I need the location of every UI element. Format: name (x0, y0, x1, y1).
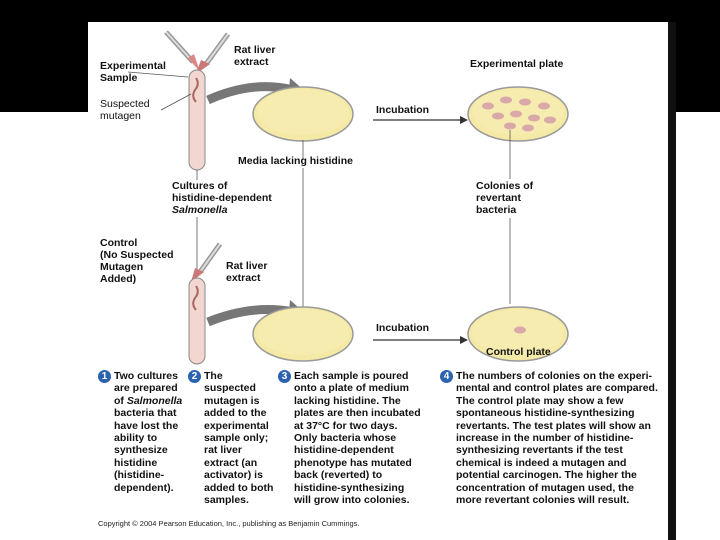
step-4-text: The numbers of colonies on the experi- m… (456, 370, 658, 507)
colonies-label: Colonies of revertant bacteria (476, 180, 534, 216)
pipette-liver-bottom (191, 242, 223, 282)
figure-slide: Experimental Sample Rat liver extract Su… (88, 22, 676, 540)
incubation-top-label: Incubation (376, 104, 430, 116)
suspected-mutagen-label: Suspected mutagen (100, 98, 150, 122)
experimental-plate-colonies (467, 86, 569, 142)
incubation-bottom-label: Incubation (376, 322, 430, 334)
experimental-plate-label: Experimental plate (470, 58, 564, 70)
rat-liver-extract-bottom-label: Rat liver extract (226, 260, 268, 284)
control-label: Control (No Suspected Mutagen Added) (100, 237, 174, 285)
experimental-sample-label: Experimental Sample (100, 60, 166, 84)
step-1-badge: 1 (98, 370, 111, 383)
media-lacking-histidine-label: Media lacking histidine (238, 155, 353, 167)
step-3-badge: 3 (278, 370, 291, 383)
step-2-text: The suspected mutagen is added to the ex… (204, 370, 274, 507)
step-1-text: Two cultures are prepared of Salmonella … (114, 370, 183, 494)
experimental-medium-plate (252, 86, 354, 142)
pipette-mutagen (164, 30, 200, 72)
cultures-label: Cultures of histidine-dependent Salmonel… (172, 180, 272, 216)
control-tube (188, 277, 206, 365)
pipette-liver-top (196, 32, 231, 74)
step-4-badge: 4 (440, 370, 453, 383)
copyright-text: Copyright © 2004 Pearson Education, Inc.… (98, 519, 360, 528)
rat-liver-extract-top-label: Rat liver extract (234, 44, 276, 68)
step-2-badge: 2 (188, 370, 201, 383)
right-white-strip (676, 112, 720, 540)
diagram-graphics (127, 30, 569, 365)
experimental-tube (188, 69, 206, 171)
control-plate-colonies (467, 306, 569, 362)
step-3-text: Each sample is poured onto a plate of me… (294, 370, 421, 507)
control-plate-label: Control plate (486, 346, 551, 358)
control-medium-plate (252, 306, 354, 362)
